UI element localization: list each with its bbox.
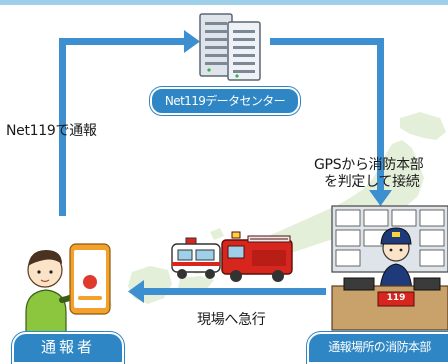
ambulance-icon: [171, 237, 221, 279]
fire-truck-icon: [221, 231, 293, 282]
gps-caption-line1: GPSから消防本部: [314, 157, 424, 173]
arrow-report-horizontal: [59, 38, 184, 45]
arrow-dispatch-shaft: [142, 288, 326, 295]
top-color-strip: [0, 0, 448, 5]
arrow-gps-head: [369, 190, 392, 206]
data-center-label: Net119データセンター: [150, 87, 300, 115]
fire-station-illustration: [331, 205, 448, 331]
arrow-report-head: [184, 30, 200, 53]
station-board-number: 119: [386, 293, 406, 303]
flow-arrows: [59, 30, 392, 303]
gps-caption-line2: を判定して接続: [324, 174, 420, 190]
dispatch-caption: 現場へ急行: [197, 312, 266, 328]
arrow-gps-vertical: [377, 38, 384, 190]
reporter-illustration: [25, 243, 111, 333]
server-icon: [199, 13, 261, 81]
arrow-dispatch-head: [128, 280, 144, 303]
arrow-report-vertical: [59, 38, 66, 216]
report-caption: Net119で通報: [6, 123, 97, 139]
fire-station-label: 通報場所の消防本部: [307, 332, 448, 364]
reporter-label: 通報者: [12, 332, 124, 364]
arrow-gps-horizontal: [270, 38, 384, 45]
